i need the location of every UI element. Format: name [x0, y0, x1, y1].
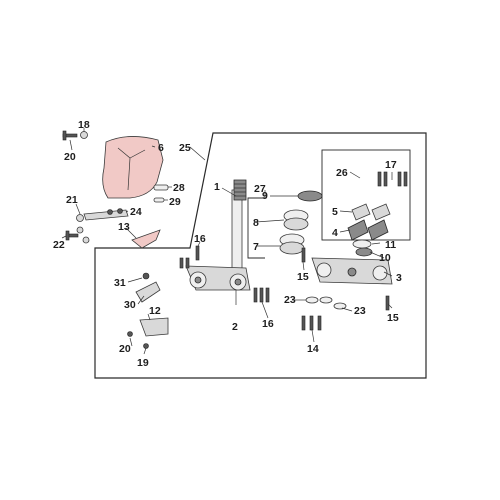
part-deflector-13	[131, 229, 161, 249]
callout-26: 26	[336, 167, 348, 179]
part-clamp-bottom-4	[347, 219, 389, 241]
callout-23a: 23	[284, 294, 296, 306]
part-bracket-30	[135, 281, 161, 303]
part-pin-29	[153, 197, 165, 203]
callout-9: 9	[262, 190, 268, 202]
callout-8: 8	[253, 217, 259, 229]
callout-12: 12	[149, 305, 161, 317]
part-bolt-20-bottom	[127, 331, 133, 337]
callout-15a: 15	[297, 271, 309, 283]
part-nut-18	[80, 131, 88, 139]
callout-15b: 15	[387, 312, 399, 324]
part-bolt-16-center	[253, 287, 270, 303]
leader-lines	[61, 128, 393, 355]
callout-1: 1	[214, 181, 220, 193]
part-washer-23	[305, 296, 347, 310]
callout-22: 22	[53, 239, 65, 251]
part-bolt-15-b	[385, 295, 390, 311]
callout-18: 18	[78, 119, 90, 131]
part-nut-22	[82, 236, 90, 244]
callout-23b: 23	[354, 305, 366, 317]
callout-10: 10	[379, 252, 391, 264]
part-bracket-24	[83, 208, 129, 221]
part-steering-stem	[231, 179, 247, 276]
part-bracket-12	[139, 317, 169, 337]
callout-14: 14	[307, 343, 319, 355]
callout-19: 19	[137, 357, 149, 369]
callout-3: 3	[396, 272, 402, 284]
callout-7: 7	[253, 241, 259, 253]
callout-5: 5	[332, 206, 338, 218]
part-bearing-8	[283, 209, 309, 231]
assembly-frame	[94, 132, 427, 379]
part-pin-28	[153, 184, 169, 191]
part-dust-cap	[297, 190, 323, 202]
part-bolt-15-a	[301, 247, 306, 263]
part-nut-10	[355, 247, 373, 257]
callout-25: 25	[179, 142, 191, 154]
part-upper-clamp	[311, 257, 393, 285]
part-bolt-16-left	[179, 245, 200, 269]
callout-11: 11	[385, 239, 396, 251]
callout-30: 30	[124, 299, 136, 311]
part-washer-21	[76, 214, 84, 222]
subframe-27	[247, 197, 265, 259]
part-washer-21b	[76, 226, 84, 234]
callout-29: 29	[169, 196, 181, 208]
callout-27: 27	[254, 183, 266, 195]
part-lower-clamp	[185, 265, 251, 291]
callout-17: 17	[385, 159, 397, 171]
part-washer-11	[352, 239, 372, 249]
callout-16a: 16	[194, 233, 206, 245]
callout-21: 21	[66, 194, 78, 206]
callout-31: 31	[114, 277, 126, 289]
callout-6: 6	[158, 142, 164, 154]
callout-24: 24	[130, 206, 142, 218]
callout-13: 13	[118, 221, 130, 233]
part-headlight-mask	[102, 136, 164, 199]
part-bolt-20-top	[62, 130, 78, 141]
part-bolt-17	[377, 171, 408, 187]
callout-4: 4	[332, 227, 338, 239]
callout-20a: 20	[64, 151, 76, 163]
part-bearing-7	[279, 233, 305, 255]
part-bolt-22	[65, 230, 79, 241]
part-bolt-31	[142, 272, 150, 280]
part-bolt-14	[301, 315, 322, 331]
callout-2: 2	[232, 321, 238, 333]
callout-16b: 16	[262, 318, 274, 330]
callout-20b: 20	[119, 343, 131, 355]
part-bolt-19	[143, 343, 149, 349]
part-clamp-top-5	[351, 203, 391, 221]
callout-28: 28	[173, 182, 185, 194]
